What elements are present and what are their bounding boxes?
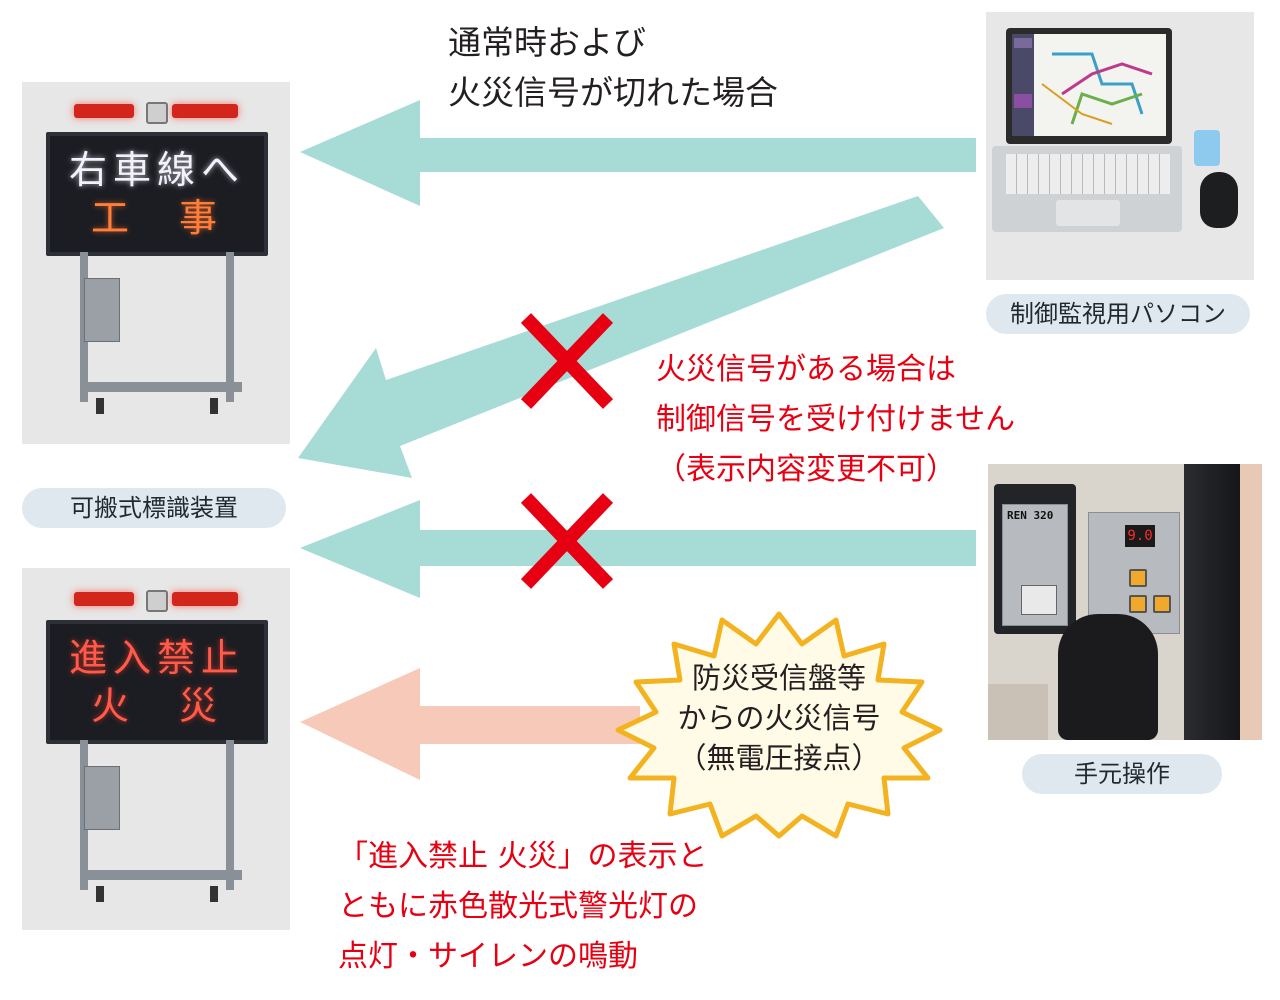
fire-result-caption: 「進入禁止 火災」の表示と ともに赤色散光式警光灯の 点灯・サイレンの鳴動 [338, 839, 708, 974]
mouse-icon [1200, 172, 1238, 228]
siren-icon [146, 590, 168, 612]
control-box [84, 278, 120, 342]
led-sign-board: 進入禁止 火 災 [46, 620, 268, 744]
laptop-screen [1006, 28, 1172, 144]
warning-light-left [74, 104, 134, 118]
sign-photo-fire: 進入禁止 火 災 [22, 568, 290, 930]
warning-light-right [172, 592, 238, 606]
led-sign-board: 右車線へ 工 事 [46, 132, 268, 256]
panel-door: REN 320 [1002, 504, 1068, 626]
pc-label: 制御監視用パソコン [986, 294, 1250, 334]
control-box [84, 766, 120, 830]
gloved-hand [1058, 614, 1158, 740]
digit-display: 9.0 [1125, 525, 1155, 547]
cross-mark-icon [520, 313, 614, 409]
manual-panel-photo: REN 320 9.0 [988, 464, 1262, 740]
laptop-photo [986, 12, 1254, 280]
usb-device-icon [1194, 130, 1220, 166]
touchpad [1056, 200, 1120, 226]
siren-icon [146, 102, 168, 124]
sign-photo-normal: 右車線へ 工 事 [22, 82, 290, 444]
control-plate: 9.0 [1088, 512, 1180, 634]
enter-button[interactable] [1153, 595, 1171, 613]
starburst-icon [615, 611, 943, 839]
up-button[interactable] [1129, 569, 1147, 587]
manual-operation-label: 手元操作 [1022, 754, 1222, 794]
arrow-manual-blocked [300, 500, 976, 598]
cross-mark-icon [520, 493, 614, 589]
arrow-pc-to-normal-sign [300, 100, 976, 206]
blocked-control-caption: 火災信号がある場合は 制御信号を受け付けません （表示内容変更不可） [656, 352, 1016, 487]
arrow-fire-signal [300, 668, 640, 780]
arrow-pc-diagonal-blocked [298, 196, 944, 478]
sign-device-label: 可搬式標識装置 [22, 488, 286, 528]
warning-light-right [172, 104, 238, 118]
down-button[interactable] [1129, 595, 1147, 613]
normal-state-caption: 通常時および 火災信号が切れた場合 [448, 23, 778, 112]
route-map-icon [1012, 34, 1153, 136]
warning-light-left [74, 592, 134, 606]
laptop-keyboard [992, 146, 1182, 232]
fire-signal-source-label: 防災受信盤等 からの火災信号 （無電圧接点） [677, 661, 881, 775]
